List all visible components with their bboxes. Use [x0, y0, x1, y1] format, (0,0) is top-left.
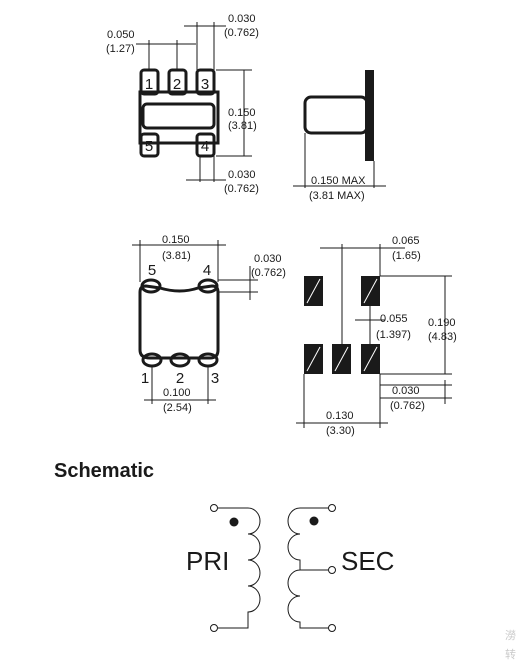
- bottom-dim-width-mm: (3.81): [162, 250, 191, 262]
- bottom-pin-1-tab: [141, 352, 163, 368]
- bottom-dim-width-inch: 0.150: [162, 234, 190, 246]
- primary-terminal-top: [210, 504, 218, 512]
- secondary-label: SEC: [341, 546, 394, 576]
- footprint-dim-width-inch: 0.130: [326, 410, 354, 422]
- footprint-dim-height-inch: 0.190: [428, 317, 456, 329]
- top-dim-pad-height-inch: 0.030: [228, 169, 256, 181]
- schematic: PRI SEC: [186, 504, 394, 632]
- primary-terminal-bottom: [210, 624, 218, 632]
- top-dim-pad-height-mm: (0.762): [224, 183, 259, 195]
- primary-label: PRI: [186, 546, 229, 576]
- top-pin-1-label: 1: [145, 76, 153, 93]
- footprint-dim-pad-x-inch: 0.065: [392, 235, 420, 247]
- bottom-pin-5-tab: [140, 278, 162, 294]
- top-pin-5-label: 5: [145, 138, 153, 155]
- footprint-dim-height-mm: (4.83): [428, 331, 457, 343]
- secondary-polarity-dot: [309, 516, 319, 526]
- bottom-pin-4-tab: [197, 278, 219, 294]
- bottom-view: 5 4 1 2 3 0.150 (3.81) 0.030 (0.762) 0.1…: [132, 234, 286, 414]
- bottom-pin-1-label: 1: [141, 370, 149, 387]
- top-view-body: [138, 90, 220, 145]
- secondary-terminal-center: [328, 566, 336, 574]
- top-pin-4-pad: [195, 132, 216, 158]
- top-dim-pitch-inch: 0.050: [107, 29, 135, 41]
- top-view-center-pad: [141, 102, 216, 130]
- secondary-terminal-bottom: [328, 624, 336, 632]
- bottom-pin-3-label: 3: [211, 370, 219, 387]
- primary-winding: [218, 507, 261, 629]
- top-dim-height-mm: (3.81): [228, 120, 257, 132]
- side-dim-max-inch: 0.150 MAX: [311, 175, 366, 187]
- bottom-dim-tab-inch: 0.030: [254, 253, 282, 265]
- footprint-dim-gap-mm: (1.397): [376, 329, 411, 341]
- secondary-winding: [287, 507, 328, 629]
- bottom-view-body: [138, 284, 220, 360]
- bottom-pin-4-label: 4: [203, 262, 211, 279]
- footprint-dim-pad-x-mm: (1.65): [392, 250, 421, 262]
- bottom-pin-2-tab: [169, 352, 191, 368]
- top-pin-3-pad: [195, 68, 216, 96]
- primary-polarity-dot: [229, 517, 239, 527]
- bottom-pin-3-tab: [197, 352, 219, 368]
- top-pin-4-label: 4: [201, 138, 209, 155]
- bottom-dim-tab-mm: (0.762): [251, 267, 286, 279]
- side-view-lead: [365, 70, 374, 161]
- side-view: 0.150 MAX (3.81 MAX): [293, 70, 386, 202]
- secondary-terminal-top: [328, 504, 336, 512]
- footprint-dim-width-mm: (3.30): [326, 425, 355, 437]
- footprint-dim-gap-inch: 0.055: [380, 313, 408, 325]
- top-dim-pitch-mm: (1.27): [106, 43, 135, 55]
- top-pin-5-pad: [139, 132, 160, 158]
- side-dim-max-mm: (3.81 MAX): [309, 190, 365, 202]
- schematic-title: Schematic: [54, 460, 155, 482]
- bottom-dim-pitch-mm: (2.54): [163, 402, 192, 414]
- footprint: 0.065 (1.65) 0.055 (1.397) 0.190 (4.83) …: [296, 235, 457, 437]
- watermark-char-1: 澇: [505, 629, 516, 642]
- footprint-dim-pad-h-inch: 0.030: [392, 385, 420, 397]
- top-dim-height-inch: 0.150: [228, 107, 256, 119]
- top-view: 1 2 3 5 4 0.050 (1.27) 0.030 (0.762) 0.1…: [106, 13, 259, 195]
- watermark-char-2: 转: [505, 648, 516, 661]
- top-dim-pad-width-mm: (0.762): [224, 27, 259, 39]
- watermark: 澇 转: [505, 626, 518, 664]
- top-pin-3-label: 3: [201, 76, 209, 93]
- side-view-body: [303, 95, 369, 135]
- top-pin-2-label: 2: [173, 76, 181, 93]
- bottom-pin-5-label: 5: [148, 262, 156, 279]
- footprint-dim-pad-h-mm: (0.762): [390, 400, 425, 412]
- bottom-dim-pitch-inch: 0.100: [163, 387, 191, 399]
- top-dim-pad-width-inch: 0.030: [228, 13, 256, 25]
- bottom-pin-2-label: 2: [176, 370, 184, 387]
